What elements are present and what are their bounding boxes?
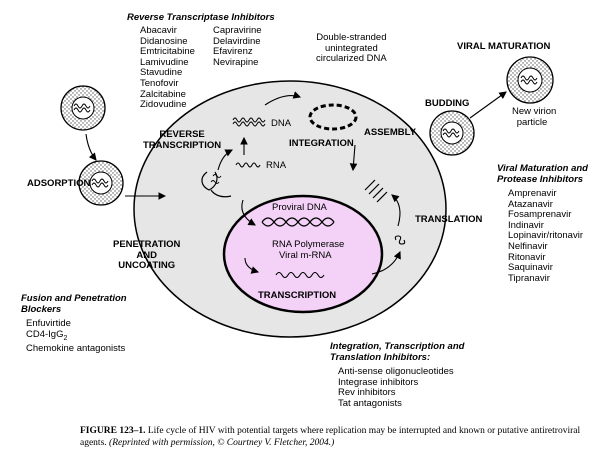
uncoating-rna bbox=[201, 171, 232, 198]
arrow-budding-out bbox=[469, 91, 507, 119]
label-viral-maturation: VIRAL MATURATION bbox=[457, 41, 551, 52]
nnrti-drug: Delavirdine bbox=[213, 35, 261, 47]
dna-strand bbox=[232, 117, 266, 127]
rt-inhibitors-col1: Abacavir Didanosine Emtricitabine Lamivu… bbox=[140, 25, 195, 111]
nucleus bbox=[222, 194, 384, 314]
rt-drug: Tenofovir bbox=[140, 77, 179, 89]
label-dna: DNA bbox=[271, 118, 292, 129]
label-transcription: TRANSCRIPTION bbox=[258, 290, 337, 301]
pi-drug: Indinavir bbox=[508, 219, 544, 231]
caption-text: Life cycle of HIV with potential targets… bbox=[80, 426, 581, 448]
rna-strand bbox=[235, 162, 261, 168]
nnrti-drug: Efavirenz bbox=[213, 46, 253, 58]
pi-drug: Fosamprenavir bbox=[508, 209, 572, 221]
label-penetration: PENETRATION AND UNCOATING bbox=[113, 239, 181, 272]
budding-virion bbox=[429, 110, 475, 156]
integration-inhibitors-list: Anti-sense oligonucleotides Integrase in… bbox=[338, 366, 454, 409]
protease-inhibitors-list: Amprenavir Atazanavir Fosamprenavir Indi… bbox=[508, 188, 583, 284]
label-rna-polymerase: RNA Polymerase bbox=[272, 239, 345, 250]
label-integration: INTEGRATION bbox=[289, 138, 354, 149]
figure-number: FIGURE 123–1. bbox=[80, 426, 146, 436]
integration-drug: Rev inhibitors bbox=[338, 387, 396, 399]
integration-inhibitors-title: Integration, Transcription and Translati… bbox=[330, 341, 465, 363]
double-stranded-note: Double-stranded unintegrated circularize… bbox=[316, 32, 387, 65]
label-adsorption: ADSORPTION bbox=[27, 178, 91, 189]
rt-drug: Zidovudine bbox=[140, 99, 187, 111]
mature-virion bbox=[506, 56, 554, 104]
nnrti-drug: Nevirapine bbox=[213, 56, 259, 68]
arrow-translation bbox=[391, 194, 401, 227]
label-new-virion: New virion particle bbox=[512, 106, 557, 128]
pi-drug: Nelfinavir bbox=[508, 240, 548, 252]
rt-drug: Abacavir bbox=[140, 25, 177, 36]
label-proviral-dna: Proviral DNA bbox=[272, 202, 327, 213]
pi-drug: Saquinavir bbox=[508, 262, 553, 274]
proviral-dna-helix bbox=[261, 217, 335, 227]
pi-drug: Tipranavir bbox=[508, 272, 550, 284]
arrow-integration bbox=[241, 199, 256, 226]
rt-drug: Emtricitabine bbox=[140, 46, 195, 58]
fusion-drug: Chemokine antagonists bbox=[26, 343, 126, 355]
pi-drug: Ritonavir bbox=[508, 251, 546, 263]
integration-drug: Anti-sense oligonucleotides bbox=[338, 366, 454, 377]
adsorbed-virion bbox=[78, 160, 124, 206]
nnrti-drug: Capravirine bbox=[213, 25, 262, 36]
arrow-to-adsorption bbox=[85, 133, 97, 161]
protease-inhibitors-title: Viral Maturation and Protease Inhibitors bbox=[497, 163, 588, 185]
caption-credit: (Reprinted with permission, © Courtney V… bbox=[109, 438, 335, 448]
circular-dna bbox=[308, 103, 358, 131]
assembly-strands bbox=[364, 179, 388, 203]
pi-drug: Amprenavir bbox=[508, 188, 557, 199]
label-translation: TRANSLATION bbox=[415, 214, 483, 225]
label-assembly: ASSEMBLY bbox=[364, 127, 416, 138]
arrow-transcription bbox=[244, 257, 260, 274]
rt-drug: Lamivudine bbox=[140, 56, 189, 68]
translation-mrna bbox=[394, 235, 406, 245]
cd4-subscript: 2 bbox=[63, 334, 68, 342]
fusion-drug: CD4-IgG2 bbox=[26, 328, 68, 342]
pi-drug: Atazanavir bbox=[508, 198, 553, 210]
nuclear-mrna bbox=[275, 271, 325, 279]
rt-drug: Zalcitabine bbox=[140, 88, 186, 100]
rt-inhibitors-title: Reverse Transcriptase Inhibitors bbox=[127, 12, 275, 23]
fusion-inhibitors-list: Enfuvirtide CD4-IgG2 Chemokine antagonis… bbox=[26, 318, 126, 355]
rt-drug: Didanosine bbox=[140, 35, 188, 47]
arrow-to-circle bbox=[264, 91, 302, 106]
rt-inhibitors-col2: Capravirine Delavirdine Efavirenz Nevira… bbox=[213, 25, 262, 68]
label-budding: BUDDING bbox=[425, 98, 470, 109]
label-reverse-transcription: REVERSE TRANSCRIPTION bbox=[143, 129, 222, 151]
fusion-inhibitors-title: Fusion and Penetration Blockers bbox=[21, 293, 127, 315]
arrow-export bbox=[371, 250, 401, 275]
arrow-assembly bbox=[349, 144, 358, 172]
figure-caption: FIGURE 123–1. Life cycle of HIV with pot… bbox=[80, 425, 600, 449]
integration-drug: Tat antagonists bbox=[338, 397, 402, 409]
label-viral-mrna: Viral m-RNA bbox=[279, 250, 332, 261]
label-rna: RNA bbox=[266, 160, 287, 171]
integration-drug: Integrase inhibitors bbox=[338, 376, 419, 388]
pi-drug: Lopinavir/ritonavir bbox=[508, 230, 583, 242]
free-virion bbox=[60, 85, 106, 131]
fusion-drug: Enfuvirtide bbox=[26, 318, 71, 329]
arrow-rt bbox=[217, 149, 233, 171]
rt-drug: Stavudine bbox=[140, 67, 183, 79]
